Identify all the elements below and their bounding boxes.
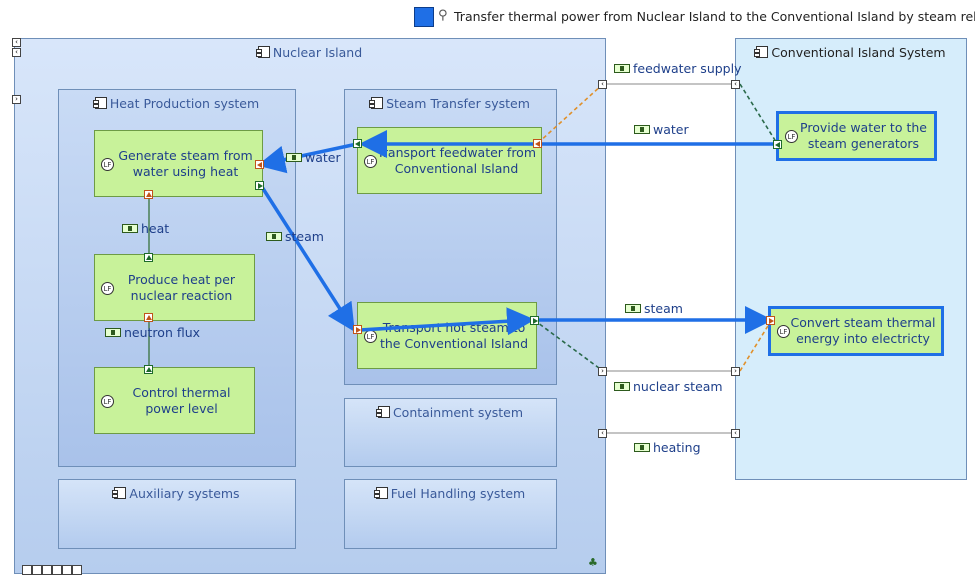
function-icon: LF (101, 158, 114, 171)
conventional-island-title: Conventional Island System (771, 45, 946, 60)
auxiliary-title: Auxiliary systems (129, 486, 240, 501)
chain-steam-internal (260, 186, 355, 332)
function-port[interactable] (144, 365, 153, 374)
heat-production-title: Heat Production system (109, 96, 260, 111)
collapse-icon[interactable]: ‹ (12, 38, 21, 47)
function-port[interactable] (353, 139, 362, 148)
component-icon (375, 406, 390, 418)
exchange-item-icon (634, 125, 650, 134)
function-icon: LF (785, 130, 798, 143)
collapse-icon[interactable]: ‹ (12, 48, 21, 57)
function-transport-feedwater[interactable]: LF Transport feedwater from Conventional… (357, 127, 542, 194)
function-port[interactable] (144, 253, 153, 262)
exchange-item-icon (105, 328, 121, 337)
nuclear-island-title: Nuclear Island (272, 45, 363, 60)
containment-title: Containment system (392, 405, 524, 420)
chain-steam-mid (359, 307, 535, 336)
allocation-link (537, 83, 604, 144)
function-port[interactable] (533, 139, 542, 148)
legend-text: Transfer thermal power from Nuclear Isla… (454, 9, 975, 24)
function-port[interactable] (766, 316, 775, 325)
allocation-link (739, 320, 772, 372)
function-icon: LF (364, 330, 377, 343)
exchange-item-icon (625, 304, 641, 313)
containment-node[interactable]: Containment system (344, 398, 557, 467)
component-port[interactable]: ‹ (598, 80, 607, 89)
exchange-item-icon (122, 224, 138, 233)
component-icon (373, 487, 388, 499)
function-icon: LF (777, 325, 790, 338)
function-provide-water[interactable]: LF Provide water to the steam generators (776, 111, 937, 161)
flow-label-heat: heat (122, 221, 169, 236)
function-port[interactable] (255, 181, 264, 190)
exchange-item-icon (634, 443, 650, 452)
port-toolbar[interactable] (22, 565, 88, 575)
component-icon (92, 97, 107, 109)
exchange-item-icon (286, 153, 302, 162)
function-generate-steam[interactable]: LF Generate steam from water using heat (94, 130, 263, 197)
allocation-link (533, 319, 604, 372)
function-port[interactable] (144, 313, 153, 322)
component-port[interactable]: ‹ (731, 80, 740, 89)
function-port[interactable] (530, 316, 539, 325)
function-port[interactable] (353, 325, 362, 334)
flow-label-steam-external: steam (625, 301, 683, 316)
flow-label-water-internal: water (286, 150, 341, 165)
flow-label-water-external: water (634, 122, 689, 137)
function-icon: LF (101, 282, 114, 295)
fuel-handling-title: Fuel Handling system (390, 486, 526, 501)
component-icon (112, 487, 127, 499)
legend: ⚲ Transfer thermal power from Nuclear Is… (414, 7, 975, 27)
function-icon: LF (101, 395, 114, 408)
legend-swatch (414, 7, 434, 27)
expand-icon[interactable]: › (12, 95, 21, 104)
flow-label-neutron-flux: neutron flux (105, 325, 200, 340)
flow-label-nuclear-steam: nuclear steam (614, 379, 723, 394)
component-icon (369, 97, 384, 109)
component-port[interactable]: › (731, 367, 740, 376)
fuel-handling-node[interactable]: Fuel Handling system (344, 479, 557, 549)
component-port[interactable]: ‹ (598, 429, 607, 438)
component-icon (754, 46, 769, 58)
flow-label-heating: heating (634, 440, 701, 455)
functional-chain-icon: ⚲ (438, 8, 448, 23)
function-port[interactable] (255, 160, 264, 169)
function-port[interactable] (144, 190, 153, 199)
exchange-item-icon (614, 382, 630, 391)
flow-label-feedwater-supply: feedwater supply (614, 61, 741, 76)
deployment-icon: ♣ (588, 556, 598, 569)
steam-transfer-title: Steam Transfer system (386, 96, 530, 111)
function-produce-heat[interactable]: LF Produce heat per nuclear reaction (94, 254, 255, 321)
exchange-item-icon (266, 232, 282, 241)
component-port[interactable]: › (598, 367, 607, 376)
component-port[interactable]: ‹ (731, 429, 740, 438)
component-icon (255, 46, 270, 58)
function-control-power[interactable]: LF Control thermal power level (94, 367, 255, 434)
allocation-link (739, 83, 779, 146)
chain-water-internal (257, 142, 358, 174)
auxiliary-node[interactable]: Auxiliary systems (58, 479, 296, 549)
flow-label-steam-internal: steam (266, 229, 324, 244)
function-port[interactable] (773, 140, 782, 149)
exchange-item-icon (614, 64, 630, 73)
